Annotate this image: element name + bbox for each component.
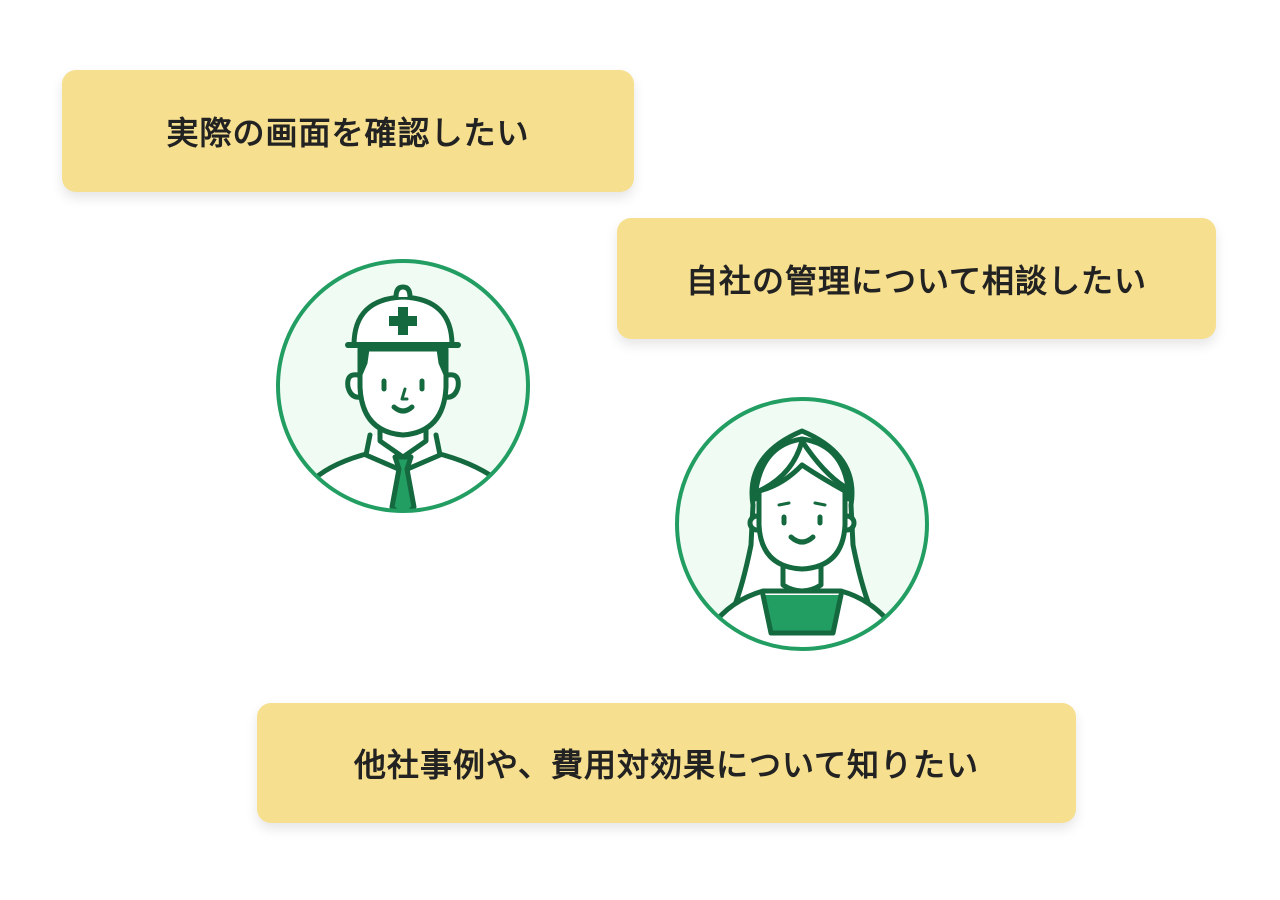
worker-avatar bbox=[274, 257, 532, 515]
speech-bubble-case-studies: 他社事例や、費用対効果について知りたい bbox=[257, 703, 1076, 823]
woman-icon bbox=[675, 397, 929, 651]
woman-avatar bbox=[673, 395, 931, 653]
speech-bubble-consult-management: 自社の管理について相談したい bbox=[617, 218, 1216, 339]
speech-bubble-view-screen: 実際の画面を確認したい bbox=[62, 70, 634, 192]
speech-bubble-text: 自社の管理について相談したい bbox=[685, 261, 1148, 300]
construction-worker-icon bbox=[276, 259, 530, 513]
speech-bubble-text: 実際の画面を確認したい bbox=[166, 114, 530, 152]
speech-bubble-text: 他社事例や、費用対効果について知りたい bbox=[353, 746, 980, 784]
